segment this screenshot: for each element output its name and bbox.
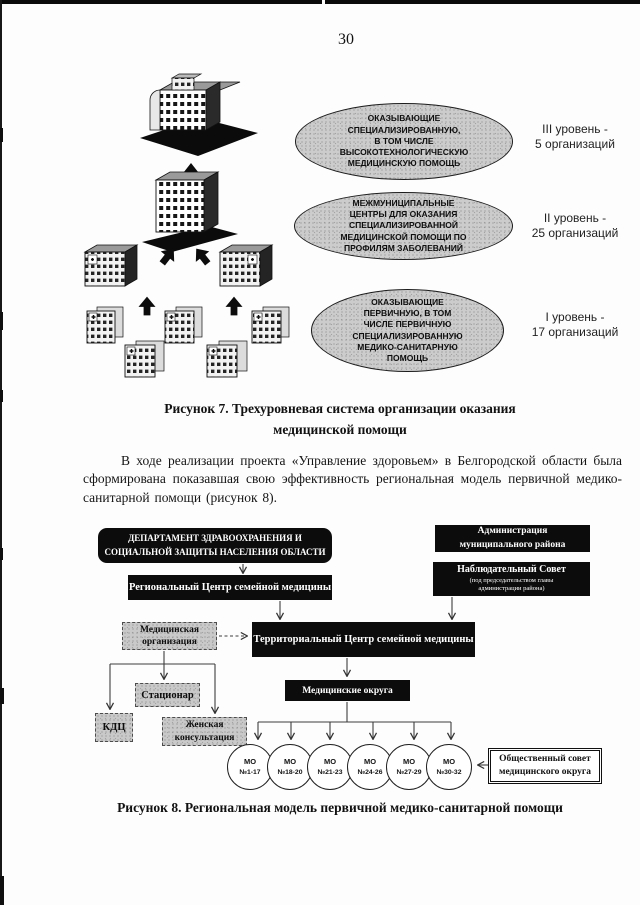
scan-speck [0, 548, 3, 560]
figure8-caption: Рисунок 8. Региональная модель первичной… [117, 800, 563, 815]
district-label: МО [243, 756, 257, 766]
medical-districts-box: Медицинские округа [285, 680, 410, 701]
kdc-box: КДЦ [95, 713, 133, 742]
level1-label: I уровень - 17 организаций [531, 310, 619, 339]
territorial-center-box: Территориальный Центр семейной медицины [252, 622, 475, 657]
up-arrow-icon [159, 248, 175, 266]
district-circle-3: МО №21-23 [307, 744, 353, 790]
administration-box: Администрация муниципального района [435, 525, 590, 552]
level2-hospital-building-icon [142, 171, 238, 252]
supervisory-board-title: Наблюдательный Совет [457, 564, 566, 576]
up-arrow-icon [195, 248, 211, 266]
scan-speck [0, 390, 3, 402]
clinic-building-icon [124, 340, 165, 378]
page-number: 30 [338, 31, 354, 48]
figure7-diagram: ОКАЗЫВАЮЩИЕ СПЕЦИАЛИЗИРОВАННУЮ, В ТОМ ЧИ… [0, 60, 640, 400]
scan-edge-left [0, 0, 2, 905]
district-range: №1-17 [239, 768, 261, 776]
level3-hospital-building-icon [140, 73, 258, 156]
district-label: МО [323, 756, 337, 766]
figure8-diagram: ДЕПАРТАМЕНТ ЗДРАВООХРАНЕНИЯ И СОЦИАЛЬНОЙ… [0, 520, 640, 805]
figure7-caption: Рисунок 7. Трехуровневая система организ… [164, 401, 516, 437]
scan-speck [0, 876, 4, 905]
level3-label: III уровень - 5 организаций [535, 122, 615, 151]
scan-speck [0, 312, 3, 330]
regional-center-box: Региональный Центр семейной медицины [128, 575, 332, 600]
district-label: МО [363, 756, 377, 766]
level1-ellipse: ОКАЗЫВАЮЩИЕ ПЕРВИЧНУЮ, В ТОМ ЧИСЛЕ ПЕРВИ… [311, 289, 504, 372]
scan-edge-notch [322, 0, 325, 4]
scan-speck [0, 688, 4, 704]
scan-speck [0, 128, 3, 142]
district-label: МО [283, 756, 297, 766]
district-label: МО [402, 756, 416, 766]
public-council-box: Общественный совет медицинского округа [487, 747, 603, 785]
up-arrow-icon [138, 296, 156, 316]
figure8-connector-lines [0, 564, 489, 805]
district-circle-2: МО №18-20 [267, 744, 313, 790]
level2-ellipse: МЕЖМУНИЦИПАЛЬНЫЕ ЦЕНТРЫ ДЛЯ ОКАЗАНИЯ СПЕ… [294, 192, 513, 260]
three-level-buildings-illustration [83, 73, 290, 378]
clinic-building-icon [206, 340, 248, 378]
supervisory-board-box: Наблюдательный Совет (под председательст… [433, 562, 590, 596]
supervisory-board-subtitle: (под председательством главы администрац… [469, 576, 554, 593]
inpatient-box: Стационар [135, 683, 200, 707]
clinic-building-icon [251, 306, 290, 344]
up-arrow-icon [225, 296, 243, 316]
district-circle-1: МО №1-17 [227, 744, 273, 790]
district-range: №24-26 [357, 768, 383, 776]
district-hospital-building-icon [218, 244, 274, 287]
department-box: ДЕПАРТАМЕНТ ЗДРАВООХРАНЕНИЯ И СОЦИАЛЬНОЙ… [98, 528, 332, 563]
district-circle-6: МО №30-32 [426, 744, 472, 790]
level2-label: II уровень - 25 организаций [531, 211, 619, 240]
womens-clinic-box: Женская консультация [162, 717, 247, 746]
district-range: №27-29 [396, 768, 422, 776]
level3-ellipse: ОКАЗЫВАЮЩИЕ СПЕЦИАЛИЗИРОВАННУЮ, В ТОМ ЧИ… [295, 103, 513, 180]
district-circle-4: МО №24-26 [347, 744, 393, 790]
medical-organization-box: Медицинская организация [122, 622, 217, 650]
district-range: №18-20 [277, 768, 303, 776]
clinic-building-icon [86, 306, 124, 344]
body-paragraph: В ходе реализации проекта «Управление зд… [83, 453, 622, 505]
district-range: №21-23 [317, 768, 343, 776]
district-range: №30-32 [436, 768, 462, 776]
district-hospital-building-icon [83, 244, 139, 287]
clinic-building-icon [164, 306, 203, 344]
district-label: МО [442, 756, 456, 766]
scan-edge-top [0, 0, 640, 4]
